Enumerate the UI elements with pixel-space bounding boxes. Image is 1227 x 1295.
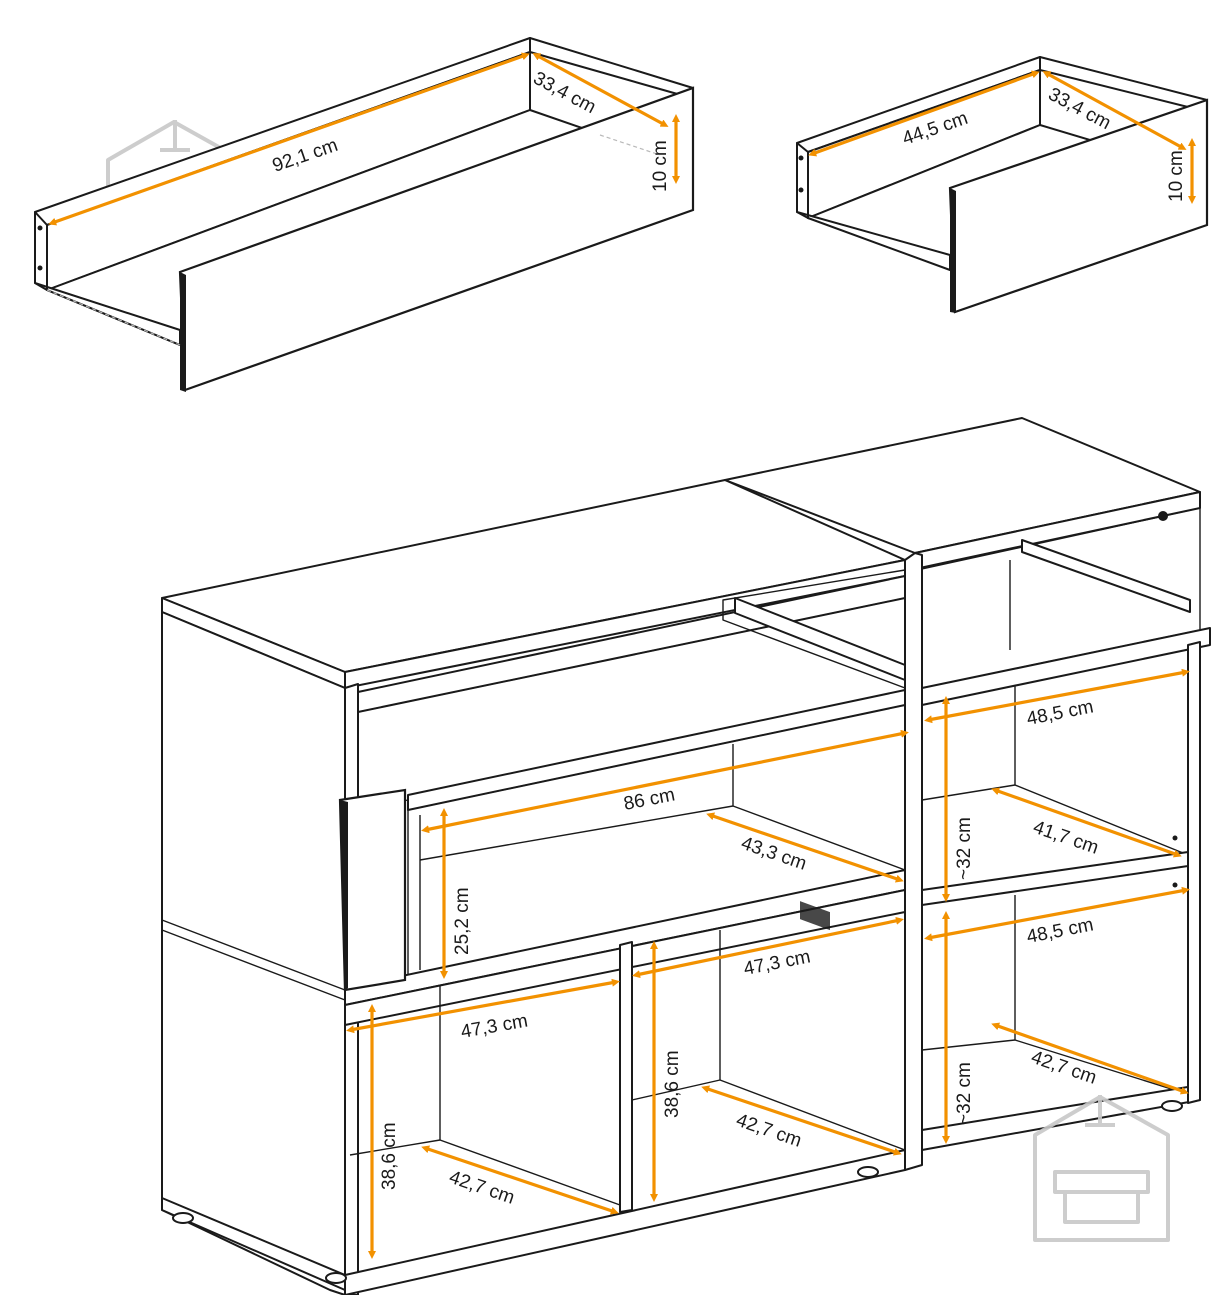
- dimension-lines: [48, 52, 1196, 1259]
- sideboard-illustration: [161, 417, 1211, 1295]
- right-upper-height-label: ~32 cm: [954, 817, 975, 880]
- bottom-left-depth-label: 42,7 cm: [446, 1167, 517, 1209]
- short-drawer-illustration: [796, 56, 1209, 314]
- right-lower-height-label: ~32 cm: [954, 1062, 975, 1125]
- right-lower-depth-label: 42,7 cm: [1028, 1047, 1099, 1089]
- short-drawer-height-label: 10 cm: [1166, 150, 1187, 202]
- top-compartment-depth-label: 43,3 cm: [738, 833, 809, 875]
- long-drawer-illustration: [34, 37, 695, 392]
- long-drawer-height-label: 10 cm: [650, 140, 671, 192]
- top-compartment-height-label: 25,2 cm: [452, 887, 473, 955]
- long-drawer-depth-label: 33,4 cm: [530, 68, 600, 118]
- bottom-middle-height-label: 38,6 cm: [662, 1050, 683, 1118]
- house-sofa-logo-icon: [1033, 1095, 1170, 1242]
- bottom-left-width-label: 47,3 cm: [459, 1011, 529, 1043]
- bottom-left-height-label: 38,6 cm: [379, 1122, 400, 1190]
